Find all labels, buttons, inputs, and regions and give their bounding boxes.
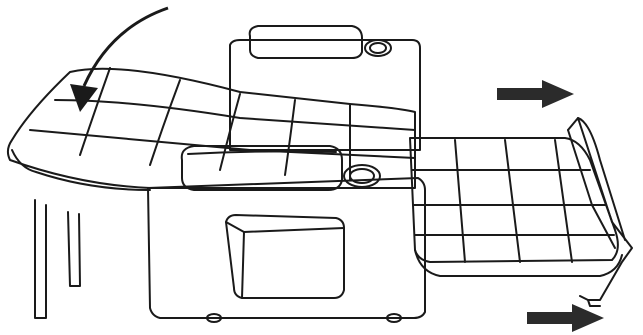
pullout-mattress: [410, 138, 622, 276]
arrow-right-icon: [497, 80, 574, 108]
footboard: [568, 118, 632, 306]
front-armrest-box: [148, 146, 425, 322]
arrow-right-icon: [527, 304, 604, 332]
curved-arrow-down-left-icon: [70, 8, 168, 112]
rear-headrest: [230, 26, 420, 150]
left-legs: [35, 200, 80, 318]
